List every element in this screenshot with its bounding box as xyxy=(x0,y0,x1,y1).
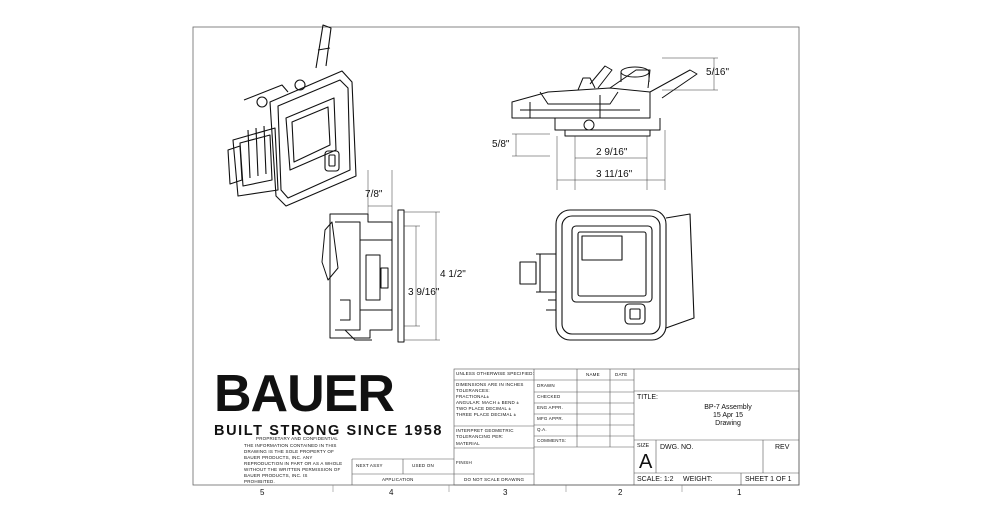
tolerancing-per: TOLERANCING PER: xyxy=(456,434,504,439)
date-column: DATE xyxy=(615,372,628,377)
dimension-label: 5/16" xyxy=(706,67,730,78)
brand-tagline: BUILT STRONG SINCE 1958 xyxy=(214,423,444,439)
zone-label: 2 xyxy=(618,488,623,497)
next-assy-label: NEXT ASSY xyxy=(356,463,383,468)
rev-label: REV xyxy=(775,444,790,451)
dimension-label: 3 9/16" xyxy=(408,287,440,298)
proprietary-line: THE INFORMATION CONTAINED IN THIS xyxy=(244,443,337,448)
unless-specified: UNLESS OTHERWISE SPECIFIED: xyxy=(456,371,535,376)
proprietary-heading: PROPRIETARY AND CONFIDENTIAL xyxy=(256,436,339,441)
title-line: Drawing xyxy=(715,420,741,427)
three-place: THREE PLACE DECIMAL ± xyxy=(456,412,517,417)
approval-row: CHECKED xyxy=(537,394,561,399)
approval-row: DRAWN xyxy=(537,383,555,388)
tolerances: TOLERANCES: xyxy=(456,388,490,393)
angular: ANGULAR: MACH ± BEND ± xyxy=(456,400,520,405)
used-on-label: USED ON xyxy=(412,463,434,468)
interpret-geometric: INTERPRET GEOMETRIC xyxy=(456,428,514,433)
dimension-label: 4 1/2" xyxy=(440,269,466,280)
dims-in-inches: DIMENSIONS ARE IN INCHES xyxy=(456,382,524,387)
zone-label: 4 xyxy=(389,488,394,497)
size-label: SIZE xyxy=(637,443,650,449)
proprietary-line: DRAWING IS THE SOLE PROPERTY OF xyxy=(244,449,335,454)
zone-label: 5 xyxy=(260,488,265,497)
fractional: FRACTIONAL± xyxy=(456,394,490,399)
size-value: A xyxy=(639,451,653,473)
weight-label: WEIGHT: xyxy=(683,476,713,483)
dimension-label: 7/8" xyxy=(365,189,383,200)
material-label: MATERIAL xyxy=(456,441,480,446)
proprietary-line: BAUER PRODUCTS, INC. ANY xyxy=(244,455,313,460)
approval-row: Q.A. xyxy=(537,427,547,432)
two-place: TWO PLACE DECIMAL ± xyxy=(456,406,512,411)
proprietary-line: REPRODUCTION IN PART OR AS A WHOLE xyxy=(244,461,343,466)
title-line: 15 Apr 15 xyxy=(713,412,743,419)
do-not-scale: DO NOT SCALE DRAWING xyxy=(464,477,525,482)
application-label: APPLICATION xyxy=(382,477,414,482)
title-line: BP-7 Assembly xyxy=(704,404,752,411)
zone-label: 1 xyxy=(737,488,742,497)
proprietary-line: PROHIBITED. xyxy=(244,479,275,484)
sheet-label: SHEET 1 OF 1 xyxy=(745,476,792,483)
dwg-no-label: DWG. NO. xyxy=(660,444,694,451)
dimension-label: 3 11/16" xyxy=(596,169,633,180)
scale-label: SCALE: 1:2 xyxy=(637,476,674,483)
finish-label: FINISH xyxy=(456,460,472,465)
brand-logo: BAUER xyxy=(214,365,395,423)
dimension-label: 2 9/16" xyxy=(596,147,628,158)
zone-label: 3 xyxy=(503,488,508,497)
approval-row: ENG APPR. xyxy=(537,405,564,410)
approval-row: MFG APPR. xyxy=(537,416,564,421)
approval-row: COMMENTS: xyxy=(537,438,567,443)
proprietary-line: BAUER PRODUCTS, INC. IS xyxy=(244,473,308,478)
dimension-label: 5/8" xyxy=(492,139,510,150)
name-column: NAME xyxy=(586,372,600,377)
proprietary-line: WITHOUT THE WRITTEN PERMISSION OF xyxy=(244,467,341,472)
title-label: TITLE: xyxy=(637,394,659,401)
